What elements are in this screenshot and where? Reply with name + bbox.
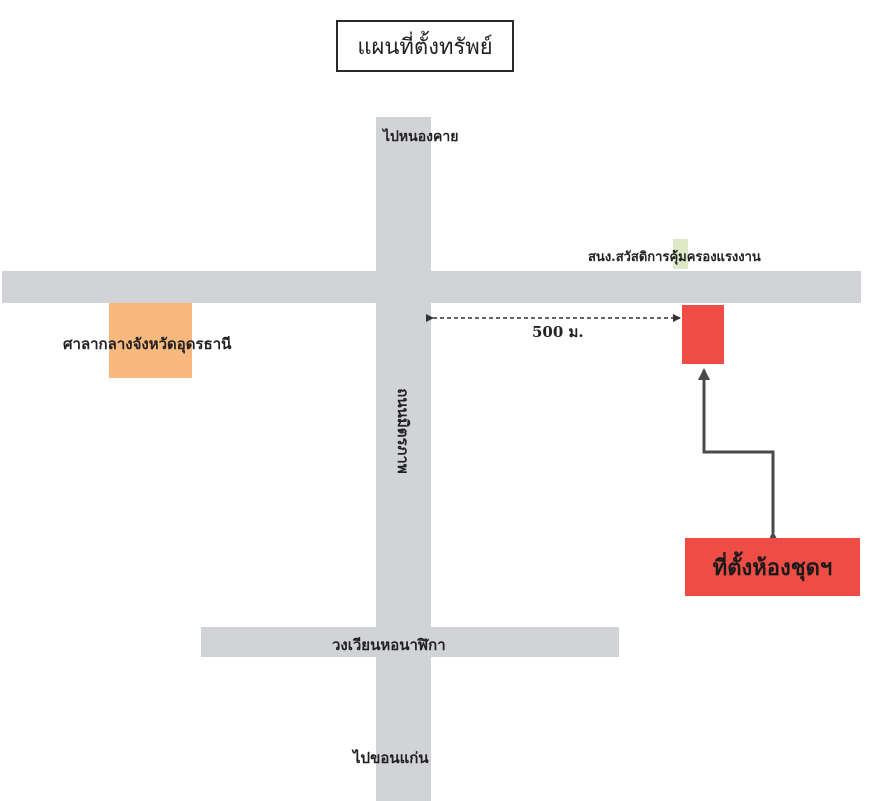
map-title: แผนที่ตั้งทรัพย์ [336,20,514,72]
to-nong-khai-label: ไปหนองคาย [383,129,459,145]
distance-label: 500 ม. [532,323,584,341]
mittraphap-road [376,117,431,801]
labour-office-label: สนง.สวัสดิการคุ้มครองแรงงาน [588,250,761,265]
city-hall-building [109,303,192,378]
clock-tower-roundabout-label: วงเวียนหอนาฬิกา [332,636,446,654]
location-pointer-arrow [698,368,779,543]
property-location-label: ที่ตั้งห้องชุดฯ [685,538,860,596]
labour-office-marker [673,239,688,269]
main-horizontal-road [2,271,861,303]
property-marker [682,305,724,364]
roundabout-road [201,627,619,657]
to-khon-kaen-label: ไปขอนแก่น [353,749,429,767]
city-hall-label: ศาลากลางจังหวัดอุดรธานี [63,335,232,353]
